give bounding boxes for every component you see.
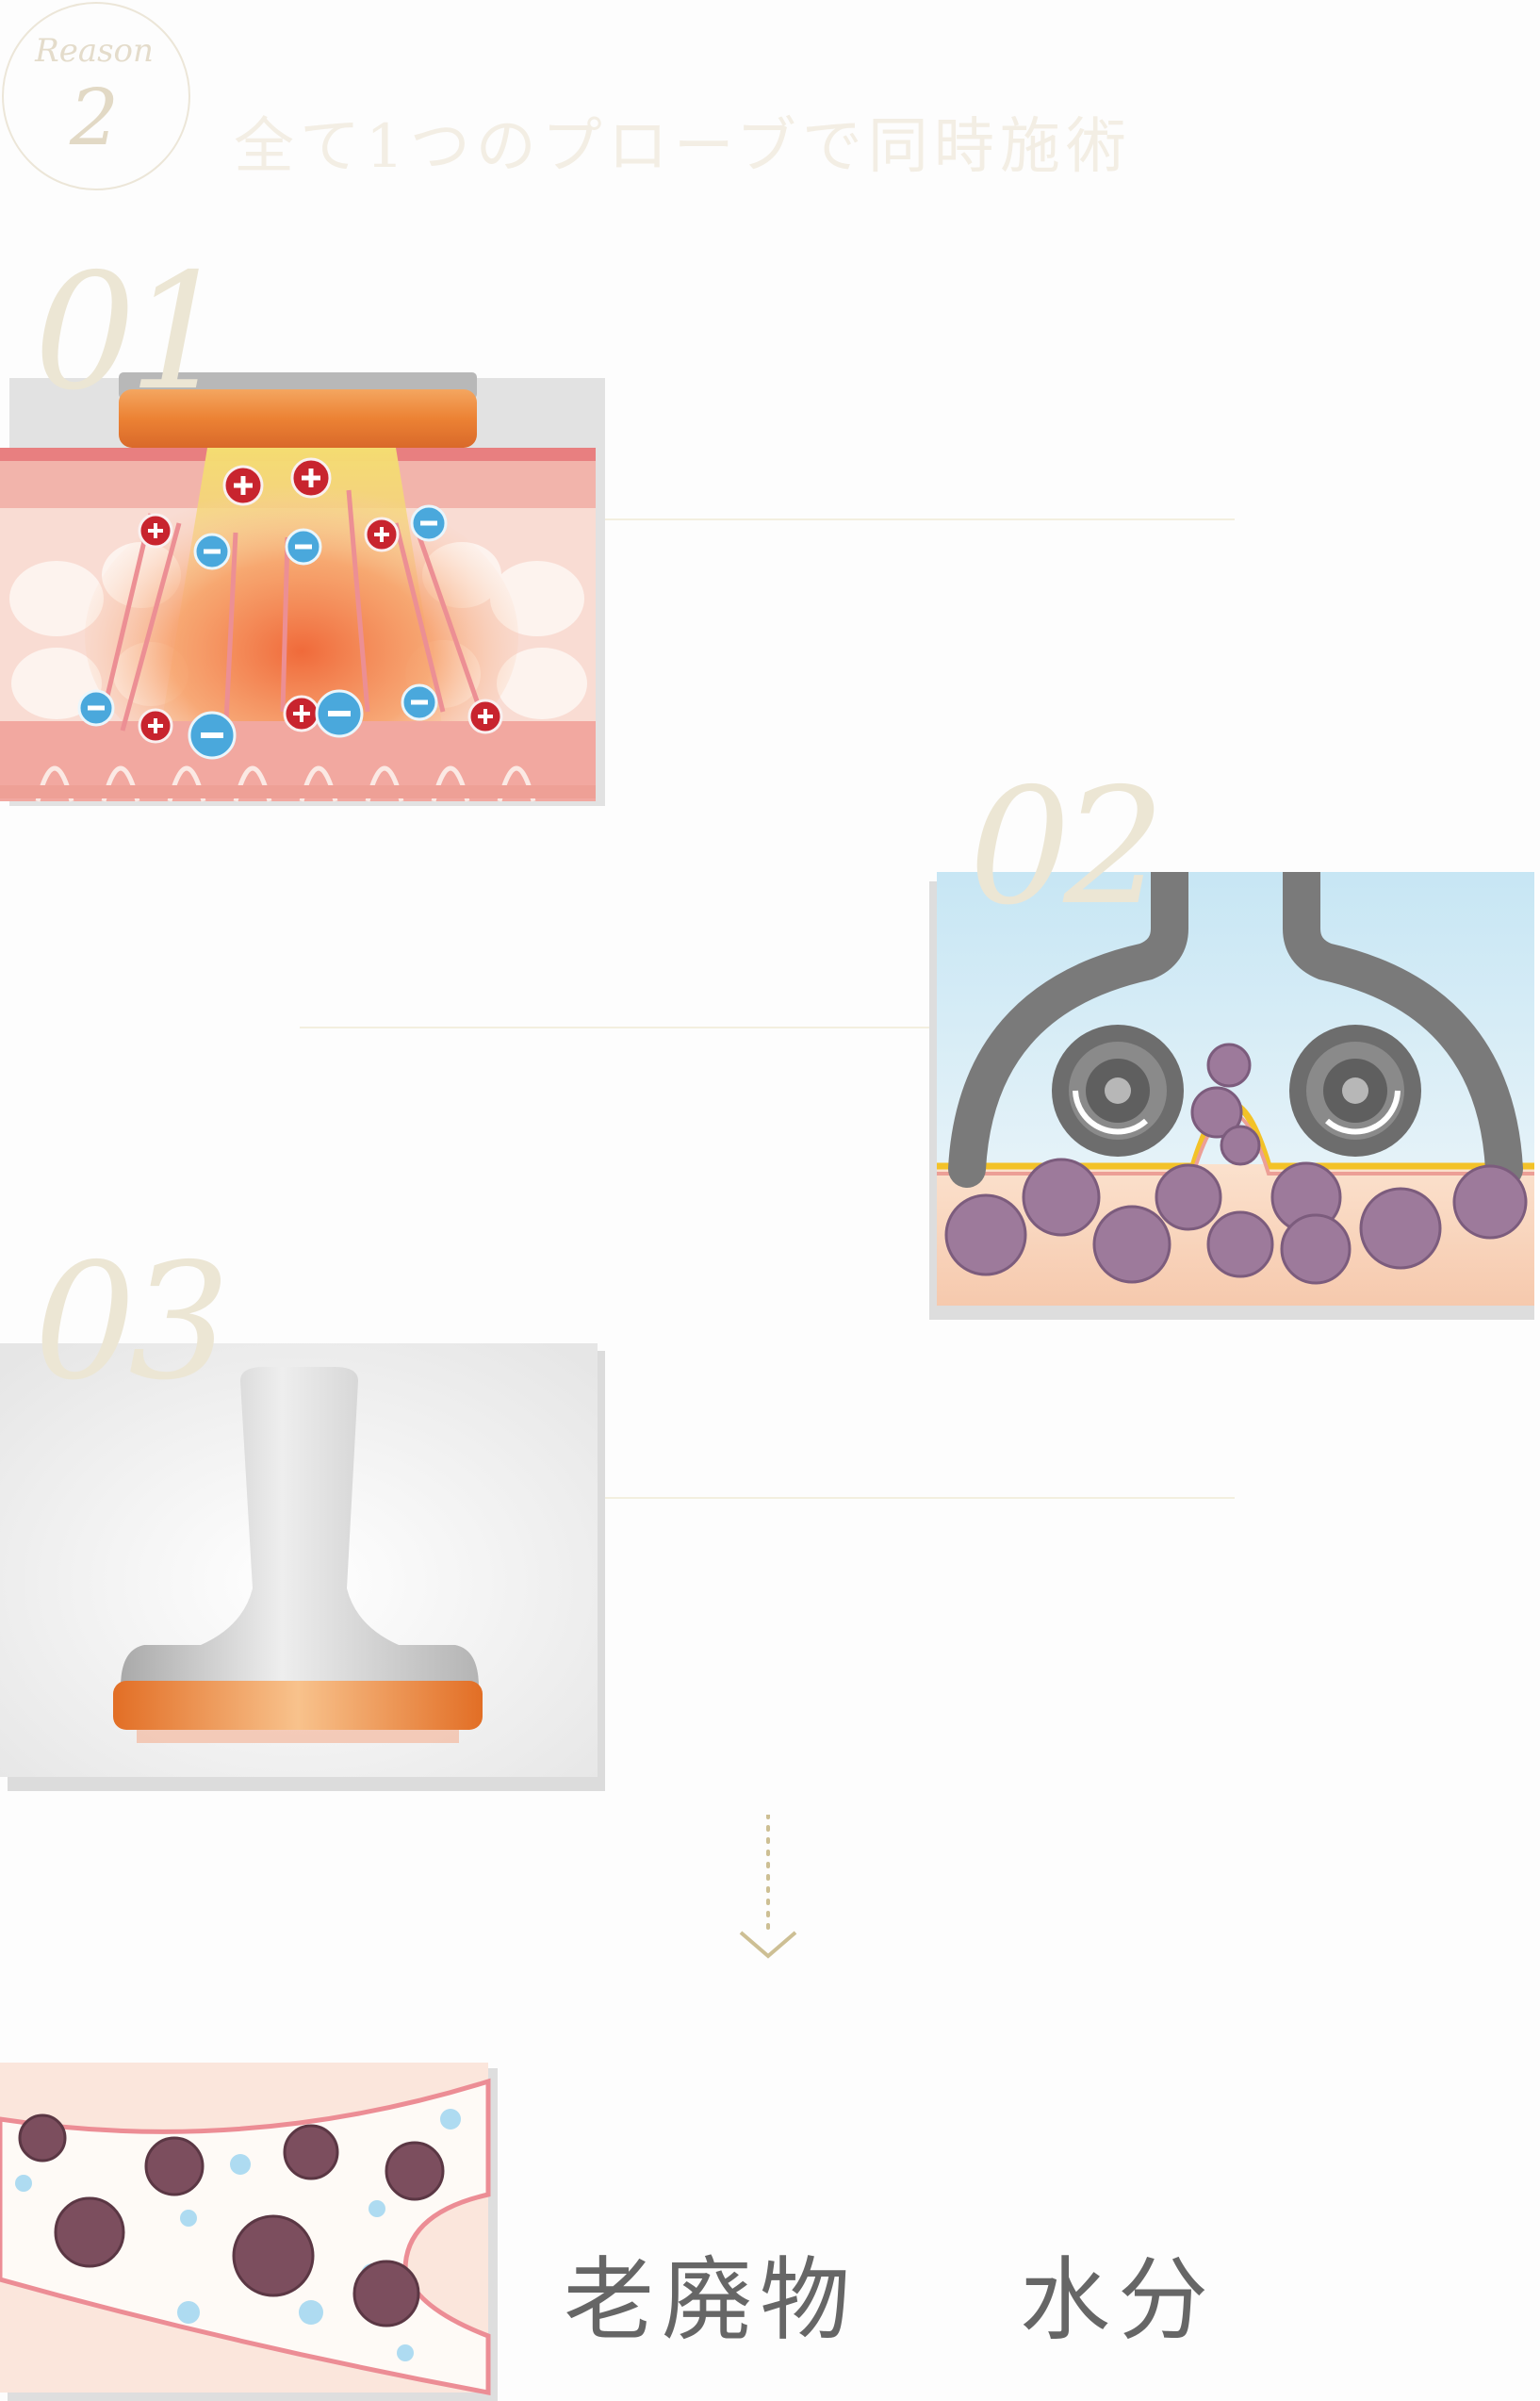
step-02-divider: [300, 1027, 929, 1028]
step-03-number: 03: [34, 1229, 230, 1416]
step-01-number: 01: [34, 239, 230, 426]
chevron-down-icon: [735, 1815, 801, 1965]
reason-number: 2: [69, 74, 120, 163]
step-03-divider: [605, 1497, 1235, 1499]
step-01-divider: [605, 518, 1235, 520]
result-illustration: [0, 2063, 498, 2401]
result-word-waste: 老廃物: [564, 2247, 858, 2353]
step-02-number: 02: [969, 754, 1165, 941]
section-headline: 全て1つのプローブで同時施術: [234, 112, 1132, 182]
reason-label: Reason: [35, 32, 154, 70]
reason-badge: [2, 2, 190, 190]
step-02-illustration: [929, 872, 1534, 1320]
result-word-water: 水分: [1020, 2247, 1216, 2353]
step-01-illustration: [0, 372, 605, 806]
step-03-illustration: [0, 1343, 605, 1791]
